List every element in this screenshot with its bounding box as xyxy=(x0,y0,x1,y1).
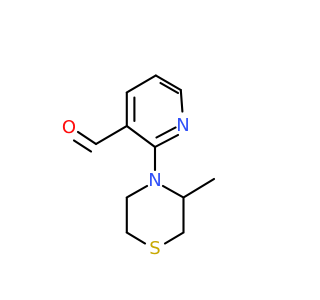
bond-c4-c5 xyxy=(125,74,157,94)
bond-c3-cho xyxy=(94,124,128,146)
bond-n1-c2-double xyxy=(155,126,177,139)
bond-c5-c6-double xyxy=(159,81,180,95)
molecule-canvas: O N N S xyxy=(61,74,216,259)
bond-n4-c3p xyxy=(161,184,185,199)
bond-cho-o-double xyxy=(72,139,93,153)
molecule-structure-svg: O N N S xyxy=(62,74,216,259)
bond-c2-c3 xyxy=(125,124,157,149)
bond-s1-c6p xyxy=(125,231,147,245)
bond-c2p-s1 xyxy=(163,231,185,245)
bond-c5p-n4 xyxy=(125,184,149,199)
bond-n1-c2 xyxy=(153,133,180,149)
bond-cho-o xyxy=(76,130,98,146)
pyridine-nitrogen-atom-label: N xyxy=(176,115,189,136)
thiomorpholine-ring xyxy=(125,145,216,245)
bond-c3p-methyl xyxy=(182,177,216,199)
bond-c6-n1 xyxy=(179,88,184,113)
aldehyde-group xyxy=(72,124,128,153)
thiomorpholine-nitrogen-atom-label: N xyxy=(148,170,161,191)
sulfur-atom-label: S xyxy=(149,238,160,259)
pyridine-ring xyxy=(125,74,184,149)
bond-c5-c6 xyxy=(154,74,182,92)
oxygen-atom-label: O xyxy=(62,117,76,138)
